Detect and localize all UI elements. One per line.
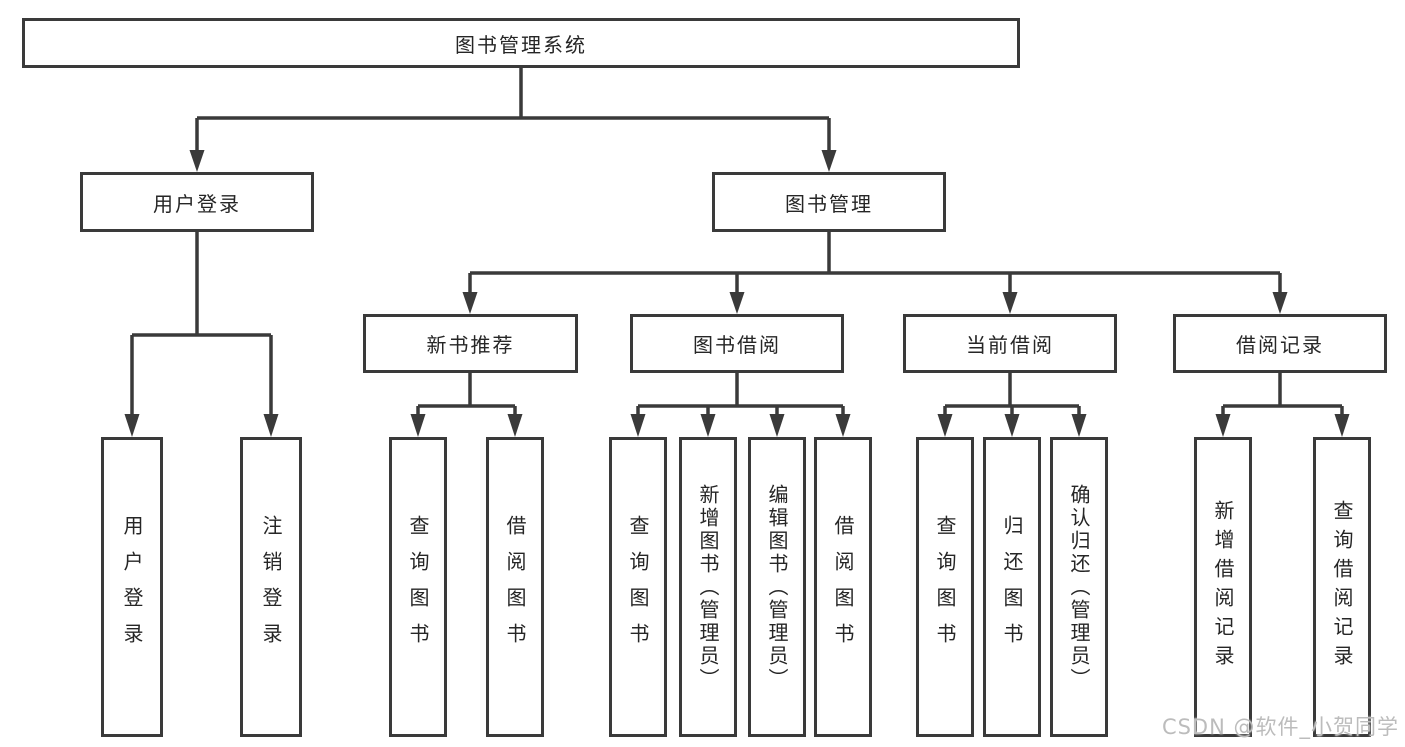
- leaf-query-book-1: 查询图书: [389, 437, 447, 737]
- leaf-add-borrow-record: 新增借阅记录: [1194, 437, 1252, 737]
- leaf-add-book-admin: 新增图书（管理员）: [679, 437, 737, 737]
- leaf-user-login: 用户登录: [101, 437, 163, 737]
- leaf-query-borrow-record: 查询借阅记录: [1313, 437, 1371, 737]
- leaf-query-book-3: 查询图书: [916, 437, 974, 737]
- leaf-query-book-2: 查询图书: [609, 437, 667, 737]
- arrowhead-icons: [124, 150, 1350, 437]
- leaf-return-book: 归还图书: [983, 437, 1041, 737]
- leaf-confirm-return-admin: 确认归还（管理员）: [1050, 437, 1108, 737]
- csdn-watermark: CSDN @软件_小贺同学: [1161, 715, 1399, 739]
- node-root: 图书管理系统: [22, 18, 1020, 68]
- node-book-borrow: 图书借阅: [630, 314, 844, 373]
- leaf-borrow-book-1: 借阅图书: [486, 437, 544, 737]
- leaf-edit-book-admin: 编辑图书（管理员）: [748, 437, 806, 737]
- leaf-borrow-book-2: 借阅图书: [814, 437, 872, 737]
- node-user-login: 用户登录: [80, 172, 314, 232]
- node-borrow-record: 借阅记录: [1173, 314, 1387, 373]
- node-book-management: 图书管理: [712, 172, 946, 232]
- node-current-borrow: 当前借阅: [903, 314, 1117, 373]
- node-new-book-recommend: 新书推荐: [363, 314, 578, 373]
- leaf-logout: 注销登录: [240, 437, 302, 737]
